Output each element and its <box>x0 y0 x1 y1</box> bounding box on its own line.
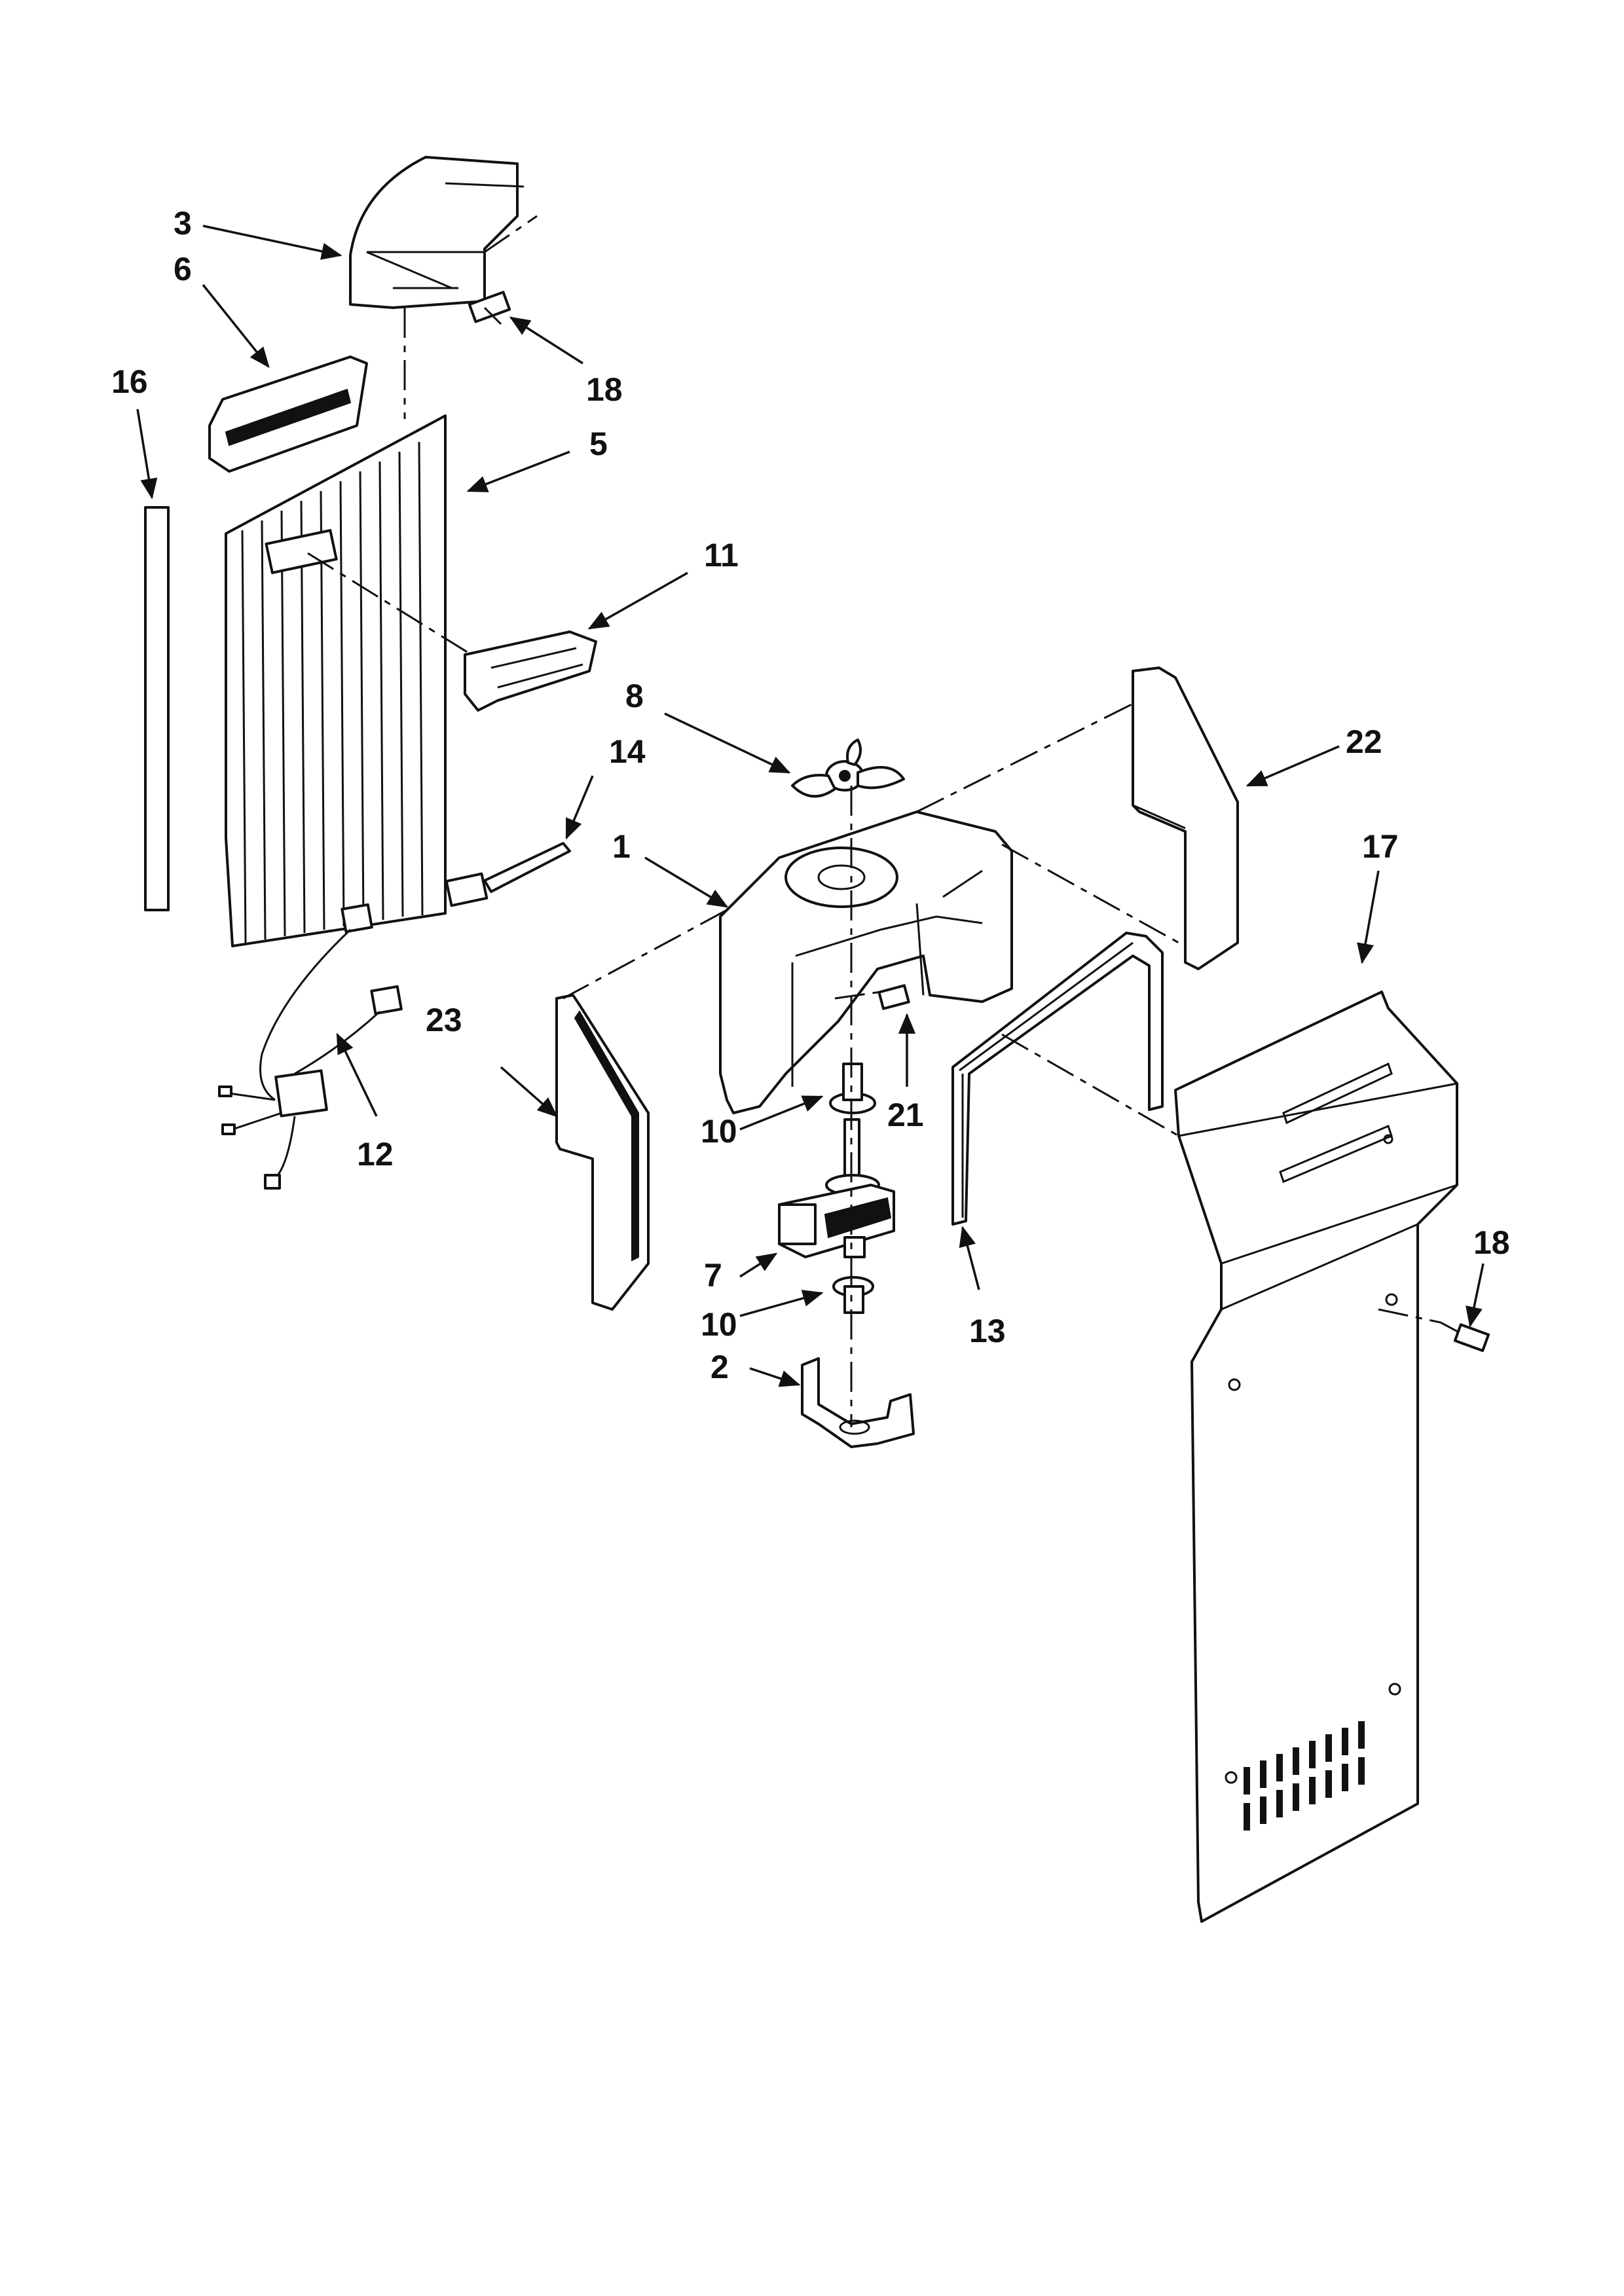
part-6-grille <box>208 355 368 473</box>
callout-8: 8 <box>625 678 644 714</box>
part-12-harness <box>218 903 403 1190</box>
callout-6: 6 <box>174 251 192 287</box>
part-5-evaporator <box>225 414 447 947</box>
callout-12: 12 <box>357 1136 394 1173</box>
part-8-fan-blade <box>791 738 905 798</box>
callout-10-upper: 10 <box>701 1113 737 1150</box>
part-21-screw <box>877 984 910 1010</box>
callout-labels: 3 6 16 18 5 11 8 14 1 22 17 23 12 10 21 … <box>111 205 1510 1385</box>
callout-23: 23 <box>426 1002 462 1038</box>
part-2-bracket <box>801 1357 915 1448</box>
callout-22: 22 <box>1346 723 1382 760</box>
part-18-screw-upper <box>468 291 511 325</box>
callout-17: 17 <box>1362 828 1399 865</box>
callout-1: 1 <box>612 828 631 865</box>
part-22-side-panel <box>1132 666 1239 970</box>
callout-2: 2 <box>710 1349 729 1385</box>
part-23-side-panel <box>555 994 650 1311</box>
callout-16: 16 <box>111 363 148 400</box>
part-14-thermistor <box>445 842 571 907</box>
part-17-rear-panel <box>1174 991 1458 1923</box>
part-10-bushing-upper <box>829 1063 876 1114</box>
callout-5: 5 <box>589 426 608 462</box>
callout-18-lower: 18 <box>1473 1224 1510 1261</box>
callout-7: 7 <box>704 1257 722 1294</box>
part-16-strip <box>144 506 170 911</box>
assembly-lines <box>307 215 1441 1427</box>
callout-18-upper: 18 <box>586 371 623 408</box>
part-11-bracket <box>464 630 597 712</box>
callout-21: 21 <box>887 1097 924 1133</box>
callout-14: 14 <box>609 733 646 770</box>
part-3-housing <box>349 156 525 309</box>
part-10-bushing-lower <box>832 1276 874 1314</box>
callout-11: 11 <box>704 537 739 574</box>
callout-13: 13 <box>969 1313 1006 1349</box>
part-1-shroud <box>719 811 1013 1114</box>
leader-lines <box>136 225 1485 1387</box>
callout-10-lower: 10 <box>701 1306 737 1343</box>
part-18-screw-lower <box>1440 1321 1490 1353</box>
callout-3: 3 <box>174 205 192 242</box>
part-7-fan-motor <box>778 1118 895 1258</box>
part-13-gasket <box>951 932 1164 1226</box>
